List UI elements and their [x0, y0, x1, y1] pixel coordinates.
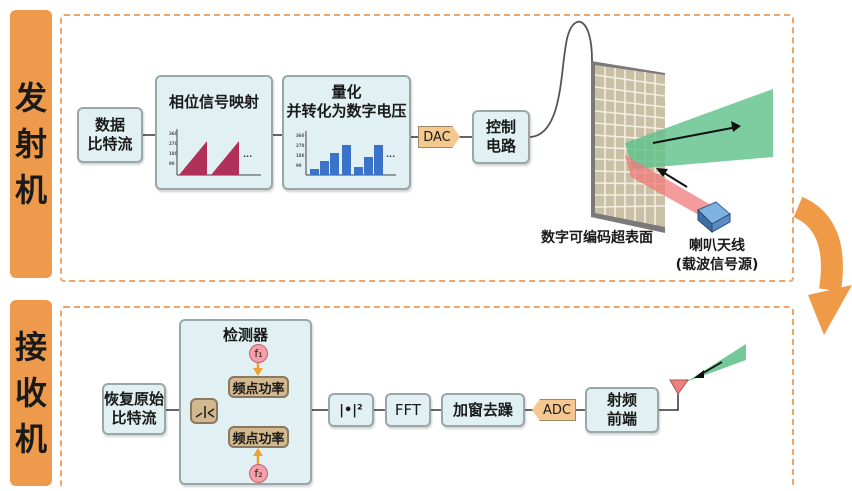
window-denoise-label: 加窗去躁	[452, 400, 513, 419]
transmitter-connectors	[142, 20, 593, 138]
receiver-panel	[60, 306, 794, 488]
horn-antenna-icon	[697, 201, 731, 234]
svg-text:180: 180	[296, 153, 305, 158]
adc-converter: ADC	[532, 399, 576, 421]
restore-bits-label: 恢复原始 比特流	[104, 390, 165, 427]
phase-mapping-box: 相位信号映射 360 270 180 90 ···	[155, 75, 273, 190]
bar-2	[320, 161, 329, 175]
abs-square-label: |•|²	[339, 402, 363, 418]
bar-1	[310, 169, 319, 175]
svg-text:180: 180	[169, 151, 178, 156]
transmitter-side-char-2: 射	[14, 125, 47, 163]
f2-input-arrow	[253, 448, 263, 466]
receiver-side-tab: 接 收 机	[10, 300, 52, 486]
sawtooth-plot: 360 270 180 90 ···	[169, 129, 261, 176]
svg-text:270: 270	[296, 143, 305, 148]
receiver-side-char-1: 接	[14, 328, 47, 366]
transmitter-side-char-1: 发	[14, 79, 47, 117]
dac-converter: DAC	[418, 126, 460, 148]
freq-power-block-2: 频点功率	[228, 426, 289, 448]
f2-label: f₂	[254, 467, 263, 480]
rf-front-end-box: 射频 前端	[585, 387, 659, 433]
freq-power-label-1: 频点功率	[232, 381, 285, 397]
control-circuit-box: 控制 电路	[472, 110, 530, 164]
bar-4	[342, 145, 351, 175]
comparator-icon	[195, 406, 215, 418]
freq-power-block-1: 频点功率	[228, 376, 289, 398]
dac-label: DAC	[423, 129, 451, 145]
transmitter-side-tab: 发 射 机	[10, 10, 52, 278]
fft-box: FFT	[385, 393, 431, 427]
svg-text:360: 360	[296, 133, 305, 138]
quantize-box: 量化 并转化为数字电压 360 270 180 90 ···	[282, 75, 411, 190]
quantize-title: 量化 并转化为数字电压	[286, 83, 407, 120]
received-beam	[686, 344, 746, 382]
bar-5	[354, 167, 363, 175]
bar-3	[330, 153, 339, 175]
detector-title: 检测器	[222, 326, 268, 344]
svg-text:270: 270	[169, 141, 178, 146]
f1-marker: f₁	[249, 344, 268, 363]
svg-text:···: ···	[243, 152, 252, 161]
sawtooth-2	[211, 141, 239, 175]
svg-text:90: 90	[296, 163, 302, 168]
bar-7	[374, 145, 383, 175]
svg-text:360: 360	[169, 131, 178, 136]
data-bits-box: 数据 比特流	[77, 107, 143, 163]
receiver-side-char-3: 机	[14, 420, 47, 458]
receive-antenna	[669, 344, 746, 395]
transition-arrow	[793, 196, 852, 335]
metasurface-label: 数字可编码超表面	[541, 230, 653, 246]
control-circuit-label: 控制 电路	[485, 118, 516, 155]
transmitter-panel	[60, 14, 794, 282]
reflected-beam	[625, 89, 773, 169]
restore-bits-box: 恢复原始 比特流	[102, 383, 166, 435]
adc-label: ADC	[543, 402, 571, 418]
comparator-block	[190, 398, 218, 424]
bar-6	[364, 157, 373, 175]
window-denoise-box: 加窗去躁	[441, 393, 525, 427]
data-bits-label: 数据 比特流	[87, 116, 133, 153]
f2-marker: f₂	[249, 464, 268, 483]
quantized-bar-plot: 360 270 180 90 ···	[296, 131, 396, 176]
horn-antenna-label: 喇叭天线 (载波信号源)	[675, 238, 759, 273]
svg-text:···: ···	[386, 152, 395, 161]
rf-front-end-label: 射频 前端	[606, 391, 637, 428]
incident-beam	[625, 155, 711, 215]
abs-square-box: |•|²	[328, 393, 374, 427]
fft-label: FFT	[394, 400, 422, 419]
svg-text:90: 90	[169, 161, 175, 166]
metasurface	[591, 61, 773, 233]
f1-label: f₁	[254, 347, 263, 360]
sawtooth-1	[179, 141, 207, 175]
transmitter-side-char-3: 机	[14, 171, 47, 209]
freq-power-label-2: 频点功率	[232, 431, 285, 447]
receiver-side-char-2: 收	[14, 374, 47, 412]
phase-mapping-title: 相位信号映射	[168, 93, 259, 111]
